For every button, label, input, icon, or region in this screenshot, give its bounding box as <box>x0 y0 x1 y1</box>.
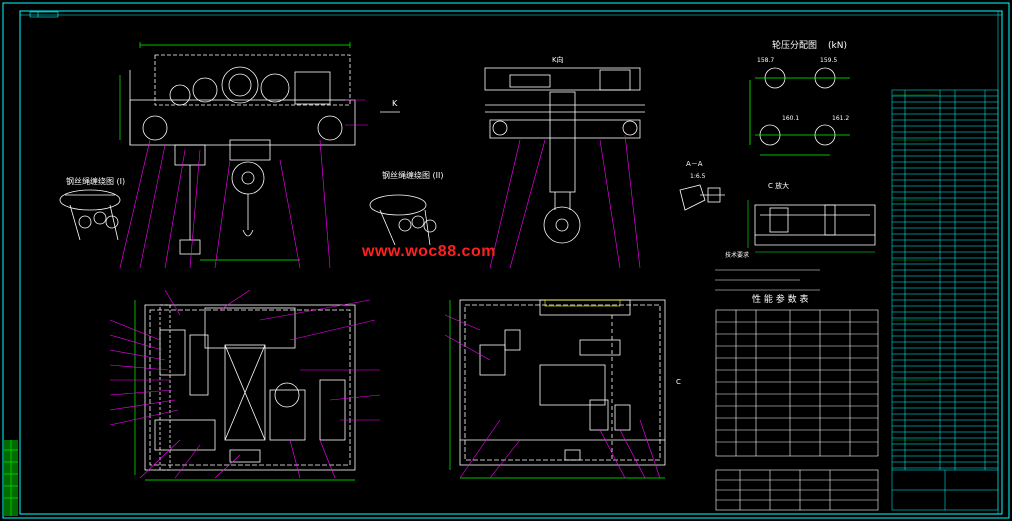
front-view <box>119 42 368 269</box>
cable-diagram-right-title: 钢丝绳缠绕图 (II) <box>382 170 444 180</box>
wheel-load-1: 158.7 <box>757 57 774 64</box>
section-aa <box>679 184 725 211</box>
parts-list-hatch <box>893 94 938 441</box>
tech-note-title: 技术要求 <box>725 251 749 259</box>
plan-view-left <box>109 289 381 481</box>
c-detail-title: C 放大 <box>768 181 789 190</box>
bottom-table <box>715 469 879 511</box>
top-left-stamp <box>29 11 59 18</box>
side-view-k <box>484 67 645 269</box>
spec-table <box>715 309 879 457</box>
aa-section-scale: 1:6.5 <box>690 173 706 180</box>
wheel-load-unit: (kN) <box>828 41 847 51</box>
c-detail <box>747 200 876 253</box>
k-view-title: K向 <box>552 55 564 64</box>
wheel-load-2: 159.5 <box>820 57 837 64</box>
parts-list <box>891 89 999 511</box>
plan-view-right <box>444 299 666 479</box>
aa-section-title: A－A <box>686 160 703 168</box>
k-view-arrow-label: K <box>392 99 398 108</box>
cable-diagram-left <box>59 189 121 241</box>
c-marker: C <box>676 378 681 386</box>
binding-strip <box>4 440 18 516</box>
wheel-load-4: 161.2 <box>832 115 849 122</box>
wheel-load-diagram <box>749 67 850 156</box>
cable-diagram-left-title: 钢丝绳缠绕图 (I) <box>66 176 125 186</box>
tech-note-lines <box>715 269 820 291</box>
wheel-load-title: 轮压分配图 <box>772 39 817 51</box>
site-watermark: www.woc88.com <box>362 243 496 260</box>
wheel-load-3: 160.1 <box>782 115 799 122</box>
cable-diagram-right <box>369 194 437 246</box>
spec-table-title: 性 能 参 数 表 <box>752 293 808 305</box>
